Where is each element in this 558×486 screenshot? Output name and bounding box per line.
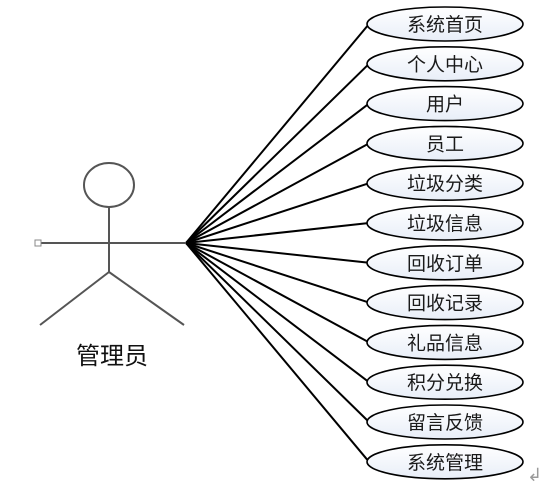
use-case-ellipse[interactable]: [366, 324, 524, 361]
association-line: [185, 242, 370, 304]
actor-left-leg: [39, 271, 110, 326]
use-case[interactable]: 系统管理: [366, 443, 524, 480]
use-case[interactable]: 回收记录: [366, 284, 524, 321]
use-case-label: 用户: [426, 94, 464, 116]
use-case[interactable]: 垃圾分类: [366, 165, 524, 201]
use-case-list: 系统首页个人中心用户员工垃圾分类垃圾信息回收订单回收记录礼品信息积分兑换留言反馈…: [366, 6, 524, 480]
use-case-ellipse[interactable]: [366, 404, 524, 440]
use-case-label: 员工: [426, 133, 464, 155]
use-case-ellipse[interactable]: [366, 45, 524, 82]
use-case[interactable]: 礼品信息: [366, 324, 524, 361]
use-case[interactable]: 个人中心: [366, 45, 524, 82]
anchor-handle: [34, 239, 42, 247]
use-case-ellipse[interactable]: [366, 205, 524, 241]
use-case[interactable]: 回收订单: [366, 244, 524, 281]
actor-figure: [34, 162, 186, 326]
use-case-label: 回收订单: [407, 253, 483, 275]
paragraph-mark: ↲: [527, 465, 542, 486]
use-case-ellipse[interactable]: [366, 165, 524, 201]
association-line: [185, 242, 370, 463]
use-case-label: 垃圾分类: [407, 173, 483, 195]
use-case-label: 系统首页: [407, 14, 483, 36]
use-case[interactable]: 垃圾信息: [366, 205, 524, 241]
use-case-ellipse[interactable]: [366, 6, 524, 42]
association-line: [185, 242, 370, 264]
use-case-label: 回收记录: [407, 293, 483, 315]
association-line: [185, 182, 370, 244]
use-case-label: 系统管理: [407, 452, 483, 474]
use-case-ellipse[interactable]: [366, 443, 524, 480]
use-case-label: 礼品信息: [407, 332, 483, 354]
actor-head: [83, 162, 135, 208]
association-line: [185, 242, 370, 344]
association-lines: [185, 23, 370, 463]
use-case-label: 积分兑换: [407, 372, 483, 394]
use-case-ellipse[interactable]: [366, 125, 524, 162]
association-line: [185, 242, 370, 383]
use-case-label: 垃圾信息: [407, 213, 483, 235]
use-case[interactable]: 留言反馈: [366, 404, 524, 440]
use-case-label: 个人中心: [407, 54, 483, 76]
use-case-ellipse[interactable]: [366, 284, 524, 321]
use-case[interactable]: 系统首页: [366, 6, 524, 42]
use-case-ellipse[interactable]: [366, 244, 524, 281]
association-line: [185, 102, 370, 244]
use-case-ellipse[interactable]: [366, 364, 524, 401]
use-case-label: 留言反馈: [407, 412, 483, 434]
actor-right-leg: [108, 271, 185, 326]
association-line: [185, 63, 370, 244]
actor-label: 管理员: [76, 342, 148, 370]
use-case[interactable]: 员工: [366, 125, 524, 162]
association-line: [185, 242, 370, 423]
use-case-ellipse[interactable]: [366, 85, 524, 122]
use-case[interactable]: 用户: [366, 85, 524, 122]
use-case[interactable]: 积分兑换: [366, 364, 524, 401]
association-line: [185, 142, 370, 244]
association-line: [185, 23, 370, 244]
association-line: [185, 222, 370, 244]
